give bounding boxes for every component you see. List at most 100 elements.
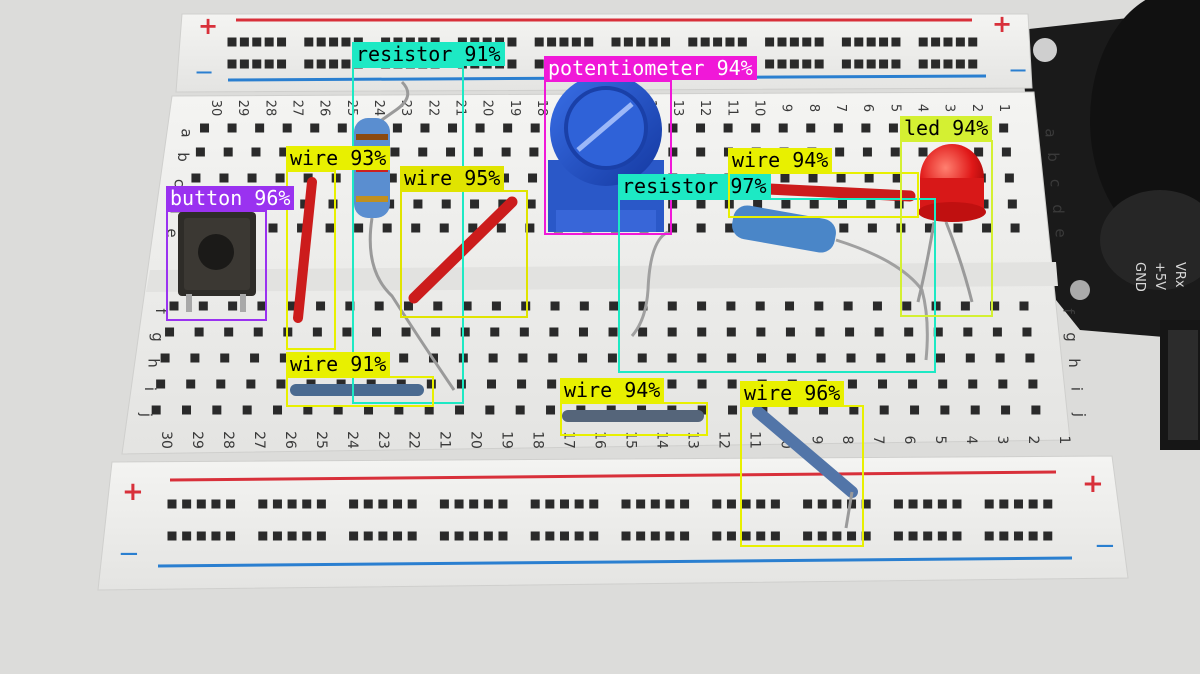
breadboard-hole	[728, 405, 738, 415]
column-number: 3	[942, 104, 957, 112]
breadboard-hole	[369, 353, 379, 363]
breadboard-hole	[349, 499, 359, 509]
row-letter: c	[1046, 179, 1064, 187]
breadboard-hole	[310, 123, 320, 133]
breadboard-hole	[648, 59, 658, 69]
column-number: 29	[235, 100, 250, 117]
breadboard-hole	[378, 531, 388, 541]
breadboard-hole	[819, 405, 829, 415]
breadboard-hole	[984, 531, 994, 541]
breadboard-hole	[227, 123, 237, 133]
breadboard-hole	[439, 531, 449, 541]
breadboard-hole	[990, 301, 1000, 311]
breadboard-hole	[430, 59, 440, 69]
rail-plus-sign: +	[1082, 469, 1104, 499]
breadboard-hole	[878, 379, 888, 389]
column-number: 5	[887, 104, 902, 112]
column-number: 28	[262, 100, 277, 117]
breadboard-hole	[637, 379, 647, 389]
rail-plus-sign: +	[122, 477, 144, 507]
breadboard-hole	[393, 499, 403, 509]
breadboard-hole	[316, 531, 326, 541]
breadboard-hole	[454, 499, 464, 509]
breadboard-hole	[974, 147, 984, 157]
breadboard-hole	[349, 531, 359, 541]
breadboard-hole	[303, 173, 313, 183]
column-number: 24	[344, 431, 360, 449]
breadboard-hole	[832, 499, 842, 509]
breadboard-hole	[589, 499, 599, 509]
breadboard-hole	[931, 37, 941, 47]
breadboard-hole	[374, 301, 384, 311]
breadboard-hole	[785, 327, 795, 337]
column-number: 17	[561, 431, 577, 449]
breadboard-hole	[908, 531, 918, 541]
column-number: 15	[622, 431, 638, 449]
breadboard-hole	[787, 379, 797, 389]
breadboard-hole	[579, 301, 589, 311]
breadboard-hole	[393, 531, 403, 541]
breadboard-hole	[757, 353, 767, 363]
breadboard-hole	[841, 37, 851, 47]
breadboard-hole	[753, 199, 763, 209]
breadboard-hole	[854, 59, 864, 69]
breadboard-hole	[697, 379, 707, 389]
breadboard-hole	[864, 173, 874, 183]
breadboard-hole	[186, 199, 196, 209]
breadboard-hole	[550, 301, 560, 311]
rail-minus-sign: −	[194, 58, 214, 86]
breadboard-hole	[223, 147, 233, 157]
breadboard-hole	[937, 531, 947, 541]
breadboard-hole	[333, 405, 343, 415]
breadboard-hole	[952, 531, 962, 541]
breadboard-hole	[1019, 301, 1029, 311]
column-number: 16	[592, 431, 608, 449]
breadboard-hole	[545, 499, 555, 509]
breadboard-hole	[498, 531, 508, 541]
breadboard-hole	[1025, 353, 1035, 363]
breadboard-hole	[1001, 147, 1011, 157]
breadboard-hole	[727, 379, 737, 389]
breadboard-hole	[507, 37, 517, 47]
breadboard-hole	[331, 173, 341, 183]
breadboard-hole	[462, 301, 472, 311]
breadboard-hole	[697, 327, 707, 337]
breadboard-hole	[888, 123, 898, 133]
breadboard-hole	[979, 199, 989, 209]
breadboard-hole	[457, 59, 467, 69]
breadboard-hole	[460, 327, 470, 337]
breadboard-hole	[443, 173, 453, 183]
column-number: 9	[808, 436, 824, 445]
breadboard-hole	[817, 379, 827, 389]
breadboard-hole	[696, 199, 706, 209]
breadboard-hole	[325, 223, 335, 233]
breadboard-hole	[789, 37, 799, 47]
breadboard-hole	[227, 37, 237, 47]
breadboard-hole	[439, 223, 449, 233]
breadboard-hole	[680, 499, 690, 509]
breadboard-hole	[515, 405, 525, 415]
breadboard-hole	[316, 59, 326, 69]
row-letter: a	[1041, 128, 1059, 137]
breadboard-hole	[571, 59, 581, 69]
column-number: 13	[670, 100, 685, 117]
breadboard-hole	[302, 531, 312, 541]
breadboard-hole	[712, 531, 722, 541]
breadboard-hole	[636, 59, 646, 69]
row-letter: g	[1062, 332, 1080, 342]
breadboard-hole	[226, 531, 236, 541]
column-number: 8	[839, 436, 855, 445]
breadboard-hole	[458, 353, 468, 363]
breadboard-hole	[559, 59, 569, 69]
breadboard-hole	[661, 59, 671, 69]
row-letter: e	[163, 228, 181, 237]
breadboard-hole	[861, 531, 871, 541]
breadboard-hole	[503, 123, 513, 133]
breadboard-hole	[833, 123, 843, 133]
breadboard-hole	[312, 327, 322, 337]
breadboard-hole	[937, 499, 947, 509]
breadboard-hole	[252, 37, 262, 47]
breadboard-hole	[891, 59, 901, 69]
breadboard-hole	[470, 199, 480, 209]
breadboard-hole	[279, 353, 289, 363]
